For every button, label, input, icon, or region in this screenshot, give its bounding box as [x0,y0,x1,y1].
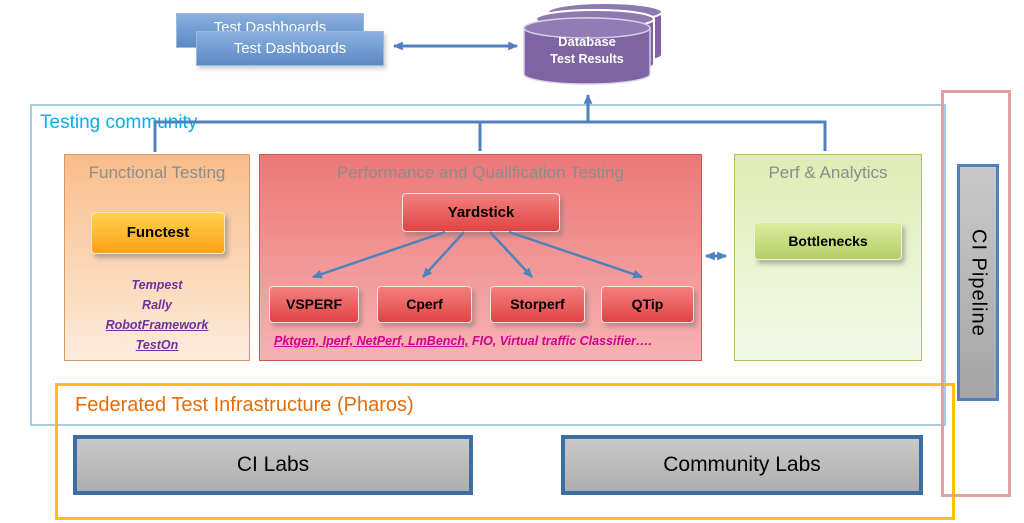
tool-rally: Rally [142,298,172,312]
tool-tempest: Tempest [131,278,183,292]
storperf-button: Storperf [490,286,585,323]
functional-tools-list: Tempest Rally RobotFramework TestOn [65,275,249,355]
functional-testing-title: Functional Testing [88,163,226,182]
qtip-button: QTip [601,286,694,323]
testing-community-label: Testing community [40,112,198,133]
community-labs-box: Community Labs [561,435,923,495]
database-stack: Database Test Results [520,2,670,90]
ci-labs-box: CI Labs [73,435,473,495]
database-cylinders [523,2,663,85]
performance-testing-panel: Performance and Qualification Testing Ya… [259,154,702,361]
performance-tools-plain: FIO, Virtual traffic Classifier…. [468,334,652,348]
database-cylinder-front [523,17,651,85]
performance-tools-note: Pktgen, Iperf, NetPerf, LmBench, FIO, Vi… [274,334,694,348]
database-text: Database Test Results [524,34,650,66]
yardstick-button: Yardstick [402,193,560,232]
performance-tools-linked: Pktgen, Iperf, NetPerf, LmBench, [274,334,469,348]
tool-robotframework: RobotFramework [105,318,209,332]
tool-teston: TestOn [135,338,179,352]
bottlenecks-button: Bottlenecks [754,222,902,260]
perf-analytics-title: Perf & Analytics [768,163,888,182]
perf-analytics-panel: Perf & Analytics Bottlenecks [734,154,922,361]
performance-testing-title: Performance and Qualification Testing [337,163,624,182]
testing-community-box: Testing community Functional Testing Fun… [30,104,946,426]
ci-pipeline-box: CI Pipeline [957,164,999,401]
functest-button: Functest [91,212,225,254]
functional-testing-panel: Functional Testing Functest Tempest Rall… [64,154,250,361]
test-dashboards-front-box: Test Dashboards [196,31,384,66]
database-subtitle: Test Results [550,52,624,66]
ci-pipeline-label: CI Pipeline [967,228,990,337]
cperf-button: Cperf [377,286,472,323]
ci-pipeline-outline [941,90,1011,497]
federated-infrastructure-box: Federated Test Infrastructure (Pharos) C… [55,383,955,520]
vsperf-button: VSPERF [269,286,359,323]
federated-infrastructure-title: Federated Test Infrastructure (Pharos) [75,394,414,416]
database-title: Database [558,34,616,49]
